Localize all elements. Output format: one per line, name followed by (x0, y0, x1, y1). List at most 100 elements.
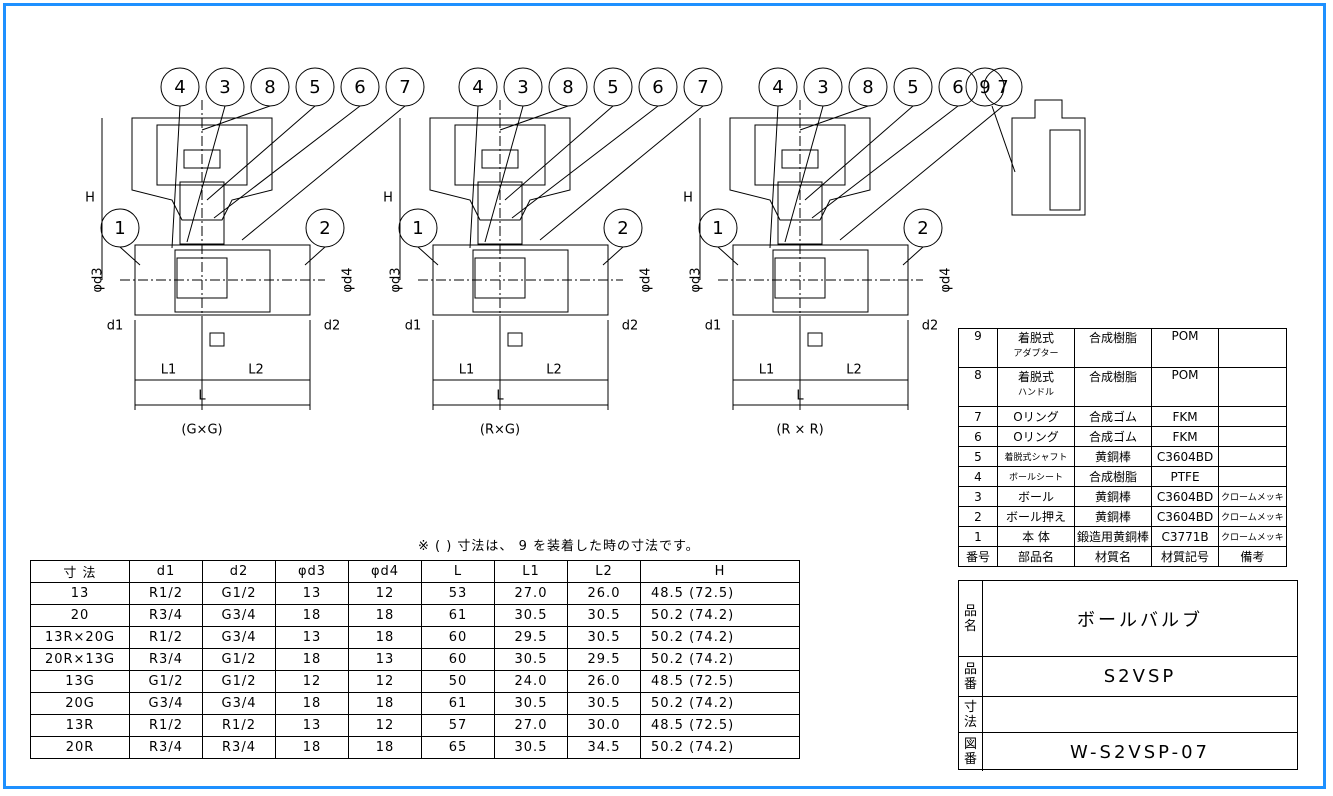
parts-cell-code: PTFE (1151, 466, 1220, 487)
l1-label: L1 (459, 363, 475, 378)
size-value (983, 697, 1297, 732)
balloon-7-label: 7 (997, 77, 1008, 98)
parts-header-cell: 部品名 (997, 546, 1075, 567)
parts-cell-note: クロームメッキ (1218, 506, 1287, 527)
parts-cell-name: Oリング (997, 426, 1075, 447)
parts-cell-name: 着脱式シャフト (997, 446, 1075, 467)
l1-label: L1 (759, 363, 775, 378)
l-label: L (496, 389, 504, 404)
balloon-1-label: 1 (712, 218, 723, 239)
dims-cell: G1/2 (202, 582, 276, 605)
leader-line (539, 105, 704, 241)
dims-cell: 12 (275, 670, 349, 693)
parts-cell-material: 黄銅棒 (1073, 486, 1153, 507)
balloon-7-label: 7 (399, 77, 410, 98)
parts-cell-name: Oリング (997, 406, 1075, 427)
leader-line (839, 105, 1004, 241)
leader-line (484, 105, 524, 243)
parts-cell-material: 合成樹脂 (1073, 367, 1153, 407)
title-block: 品名 ボールバルブ 品番 S2VSP 寸法 図番 W-S2VSP-07 (958, 580, 1298, 771)
dims-cell: 48.5 (72.5) (640, 582, 800, 605)
dims-cell: 20R×13G (30, 648, 130, 671)
name-label: 品名 (959, 581, 983, 656)
balloon-5-label: 5 (607, 77, 618, 98)
d4-label: φd4 (639, 267, 654, 292)
dims-cell: 30.5 (494, 648, 568, 671)
dims-cell: 24.0 (494, 670, 568, 693)
leader-line (241, 105, 406, 241)
d2-label: d2 (324, 319, 341, 334)
d3-label: φd3 (389, 267, 404, 292)
dims-header-cell: H (640, 560, 800, 583)
parts-cell-name: 着脱式ハンドル (997, 367, 1075, 407)
dims-cell: G3/4 (202, 692, 276, 715)
l2-label: L2 (248, 363, 264, 378)
ball (176, 257, 228, 299)
parts-cell-note (1218, 446, 1287, 467)
parts-cell-material: 合成樹脂 (1073, 328, 1153, 368)
parts-cell-no: 2 (958, 506, 998, 527)
leader-line (511, 105, 659, 219)
title-drawing-row: 図番 W-S2VSP-07 (959, 733, 1297, 771)
balloon-1-label: 1 (412, 218, 423, 239)
dims-header-cell: φd4 (348, 560, 422, 583)
dims-cell: 29.5 (494, 626, 568, 649)
parts-cell-material: 合成ゴム (1073, 406, 1153, 427)
parts-cell-code: POM (1151, 328, 1220, 368)
leader-line (119, 246, 141, 266)
leader-line (417, 246, 439, 266)
dims-cell: 30.5 (567, 604, 641, 627)
dims-header-cell: L (421, 560, 495, 583)
body-center (174, 249, 271, 313)
title-size-row: 寸法 (959, 697, 1297, 733)
dims-cell: R3/4 (202, 736, 276, 759)
l2-label: L2 (546, 363, 562, 378)
dims-cell: G1/2 (202, 670, 276, 693)
dims-cell: 12 (348, 670, 422, 693)
part-name-line2: ハンドル (1017, 388, 1054, 398)
dims-cell: 20 (30, 604, 130, 627)
body-center (772, 249, 869, 313)
parts-cell-code: C3771B (1151, 526, 1220, 547)
leader-line (213, 105, 361, 219)
parts-cell-name: ボール (997, 486, 1075, 507)
leader-line (469, 105, 479, 249)
logo-mark-icon (807, 332, 823, 347)
dims-cell: 30.0 (567, 714, 641, 737)
parts-cell-no: 3 (958, 486, 998, 507)
balloon-8-label: 8 (562, 77, 573, 98)
logo-mark-icon (209, 332, 225, 347)
product-name: ボールバルブ (1077, 609, 1203, 631)
parts-cell-note (1218, 328, 1287, 368)
d3-label: φd3 (689, 267, 704, 292)
part-name-line2: アダプター (1013, 349, 1059, 359)
parts-cell-no: 4 (958, 466, 998, 487)
parts-cell-note: クロームメッキ (1218, 486, 1287, 507)
size-label: 寸法 (959, 697, 983, 732)
h-label: H (683, 191, 693, 206)
parts-cell-code: POM (1151, 367, 1220, 407)
body-center (472, 249, 569, 313)
balloon-4-label: 4 (174, 77, 185, 98)
adapter-inner (1049, 129, 1081, 211)
part-number: S2VSP (1103, 666, 1177, 687)
leader-line (304, 246, 326, 266)
parts-cell-material: 黄銅棒 (1073, 506, 1153, 527)
dims-header-cell: L2 (567, 560, 641, 583)
dims-cell: 13 (275, 626, 349, 649)
balloon-4-label: 4 (772, 77, 783, 98)
l1-label: L1 (161, 363, 177, 378)
dims-cell: 18 (348, 604, 422, 627)
dims-cell: R3/4 (129, 736, 203, 759)
dims-cell: 48.5 (72.5) (640, 670, 800, 693)
leader-line (784, 105, 824, 243)
balloon-2-label: 2 (917, 218, 928, 239)
dims-cell: G3/4 (129, 692, 203, 715)
dims-cell: 13G (30, 670, 130, 693)
